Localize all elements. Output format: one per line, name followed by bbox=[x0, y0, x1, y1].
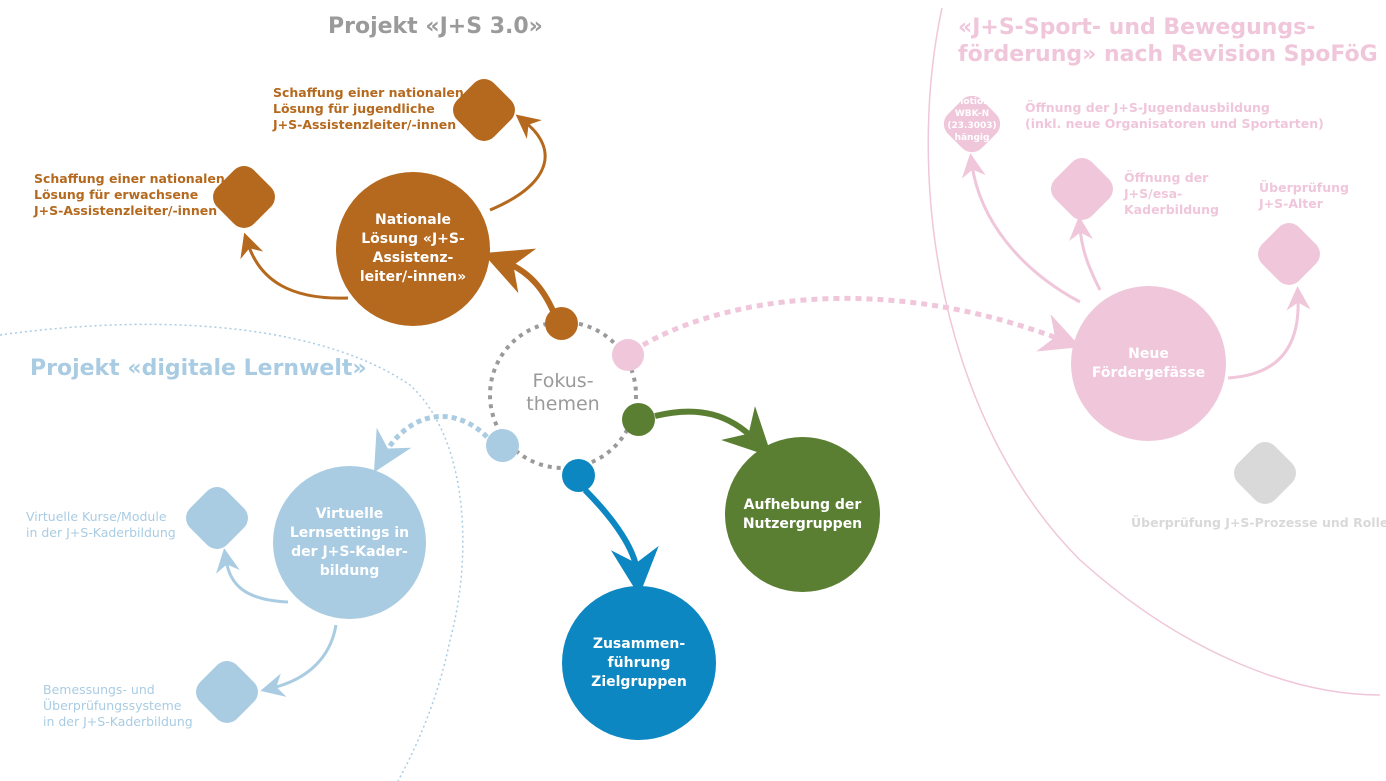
label-virtuelle-kurse: Virtuelle Kurse/Module in der J+S-Kaderb… bbox=[26, 509, 176, 540]
circle-zusammen: Zusammen- führung Zielgruppen bbox=[562, 586, 716, 740]
circle-nationale: Nationale Lösung «J+S- Assistenz- leiter… bbox=[336, 172, 490, 326]
title-digital: Projekt «digitale Lernwelt» bbox=[30, 356, 367, 381]
arrow-to-zusammen bbox=[582, 487, 659, 596]
label-bemessung: Bemessungs- und Überprüfungssysteme in d… bbox=[43, 682, 193, 729]
focus-label: Fokus- themen bbox=[526, 370, 600, 415]
motion-label: Motion WBK-N (23.3003) hängig bbox=[947, 97, 997, 143]
circle-virtuelle: Virtuelle Lernsettings in der J+S-Kader-… bbox=[273, 466, 426, 619]
arrow-to-virtuelle-kurse bbox=[216, 548, 289, 604]
arrow-to-jugendliche bbox=[489, 114, 547, 212]
label-oeffnung-kader: Öffnung der J+S/esa- Kaderbildung bbox=[1124, 170, 1219, 217]
circle-aufhebung: Aufhebung der Nutzergruppen bbox=[725, 437, 880, 592]
arrow-to-motion bbox=[961, 153, 1081, 304]
focus-dot-light-blue bbox=[486, 429, 519, 462]
arrow-to-oeffnung-kader bbox=[1069, 216, 1102, 291]
arrow-to-virtuelle bbox=[373, 413, 489, 473]
circle-neue: Neue Fördergefässe bbox=[1071, 286, 1226, 441]
focus-dot-pink bbox=[612, 339, 644, 371]
arrow-to-alter bbox=[1227, 286, 1311, 380]
arrow-to-nationale bbox=[482, 248, 559, 320]
focus-dot-brown bbox=[545, 307, 578, 340]
sport-region-boundary bbox=[927, 7, 1381, 696]
arrow-to-aufhebung bbox=[654, 406, 772, 457]
title-sport: «J+S-Sport- und Bewegungs- förderung» na… bbox=[958, 15, 1378, 67]
digital-region-boundary bbox=[0, 323, 464, 781]
label-alter: Überprüfung J+S-Alter bbox=[1259, 180, 1349, 211]
arrow-to-neue bbox=[641, 295, 1081, 352]
label-jugendliche: Schaffung einer nationalen Lösung für ju… bbox=[273, 85, 464, 132]
focus-dot-blue bbox=[562, 459, 595, 492]
label-oeffnung-jugend: Öffnung der J+S-Jugendausbildung (inkl. … bbox=[1025, 100, 1324, 131]
label-erwachsene: Schaffung einer nationalen Lösung für er… bbox=[34, 171, 225, 218]
label-prozesse: Überprüfung J+S-Prozesse und Rollen bbox=[1131, 515, 1386, 530]
title-js30: Projekt «J+S 3.0» bbox=[328, 14, 543, 39]
focus-dot-green bbox=[622, 403, 655, 436]
arrow-to-erwachsene bbox=[240, 232, 349, 300]
arrow-to-bemessung bbox=[260, 624, 338, 697]
